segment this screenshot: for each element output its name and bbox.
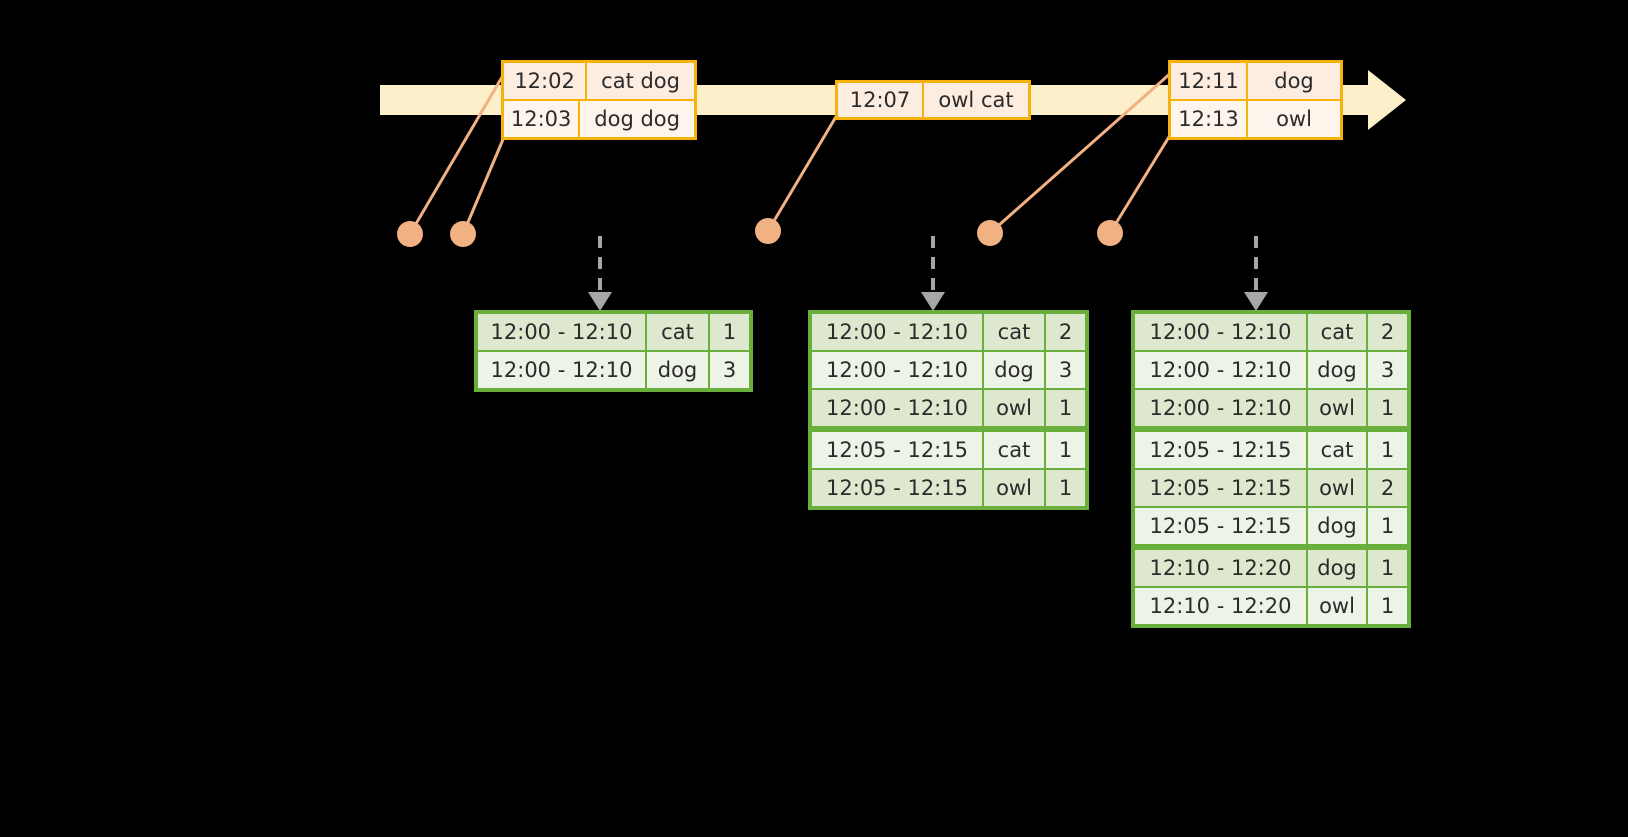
timeline-event-box: 12:02 cat dog 12:03 dog dog: [501, 60, 697, 140]
event-time: 12:02: [504, 63, 588, 99]
cell-count: 3: [1368, 352, 1407, 388]
cell-key: cat: [984, 432, 1046, 468]
event-text: owl: [1276, 107, 1312, 131]
cell-count: 1: [710, 314, 749, 350]
timeline-event-box: 12:07 owl cat: [835, 80, 1031, 120]
cell-key: dog: [984, 352, 1046, 388]
cell-window: 12:00 - 12:10: [812, 390, 984, 426]
cell-count: 1: [1368, 432, 1407, 468]
cell-window: 12:00 - 12:10: [812, 314, 984, 350]
cell-window: 12:00 - 12:10: [478, 314, 647, 350]
cell-window: 12:05 - 12:15: [812, 470, 984, 506]
event-dot: [397, 221, 423, 247]
cell-window: 12:05 - 12:15: [1135, 470, 1308, 506]
cell-count: 1: [1046, 470, 1085, 506]
cell-count: 1: [1046, 432, 1085, 468]
timeline-event-row: 12:11 dog: [1171, 63, 1340, 99]
cell-key: owl: [984, 390, 1046, 426]
event-text: owl cat: [938, 88, 1014, 112]
timeline-event-row: 12:02 cat dog: [504, 63, 694, 99]
event-dot: [450, 221, 476, 247]
cell-window: 12:05 - 12:15: [1135, 432, 1308, 468]
cell-key: owl: [1308, 390, 1368, 426]
cell-key: cat: [647, 314, 710, 350]
cell-key: cat: [1308, 432, 1368, 468]
cell-window: 12:05 - 12:15: [812, 432, 984, 468]
cell-window: 12:00 - 12:10: [812, 352, 984, 388]
event-dot: [1097, 220, 1123, 246]
cell-count: 2: [1368, 470, 1407, 506]
cell-key: dog: [1308, 550, 1368, 586]
cell-count: 2: [1368, 314, 1407, 350]
cell-key: owl: [1308, 588, 1368, 624]
cell-window: 12:00 - 12:10: [478, 352, 647, 388]
cell-count: 3: [1046, 352, 1085, 388]
event-time: 12:11: [1171, 63, 1248, 99]
cell-count: 1: [1046, 390, 1085, 426]
cell-key: dog: [1308, 352, 1368, 388]
cell-count: 2: [1046, 314, 1085, 350]
timeline-event-row: 12:07 owl cat: [838, 83, 1028, 117]
event-time: 12:07: [838, 83, 924, 117]
event-text: dog dog: [594, 107, 680, 131]
timeline-event-row: 12:03 dog dog: [504, 99, 694, 137]
cell-count: 1: [1368, 508, 1407, 544]
cell-count: 1: [1368, 390, 1407, 426]
timeline-event-box: 12:11 dog 12:13 owl: [1168, 60, 1343, 140]
cell-window: 12:10 - 12:20: [1135, 588, 1308, 624]
cell-key: dog: [1308, 508, 1368, 544]
cell-window: 12:05 - 12:15: [1135, 508, 1308, 544]
cell-count: 1: [1368, 588, 1407, 624]
cell-key: owl: [984, 470, 1046, 506]
event-dot: [977, 220, 1003, 246]
cell-key: dog: [647, 352, 710, 388]
cell-window: 12:10 - 12:20: [1135, 550, 1308, 586]
timeline-arrowhead-icon: [1368, 70, 1406, 130]
cell-window: 12:00 - 12:10: [1135, 390, 1308, 426]
cell-window: 12:00 - 12:10: [1135, 352, 1308, 388]
cell-count: 1: [1368, 550, 1407, 586]
event-text: cat dog: [601, 69, 680, 93]
event-dot: [755, 218, 781, 244]
event-time: 12:13: [1171, 101, 1248, 137]
cell-key: cat: [1308, 314, 1368, 350]
event-time: 12:03: [504, 101, 581, 137]
cell-window: 12:00 - 12:10: [1135, 314, 1308, 350]
cell-count: 3: [710, 352, 749, 388]
cell-key: cat: [984, 314, 1046, 350]
timeline-event-row: 12:13 owl: [1171, 99, 1340, 137]
cell-key: owl: [1308, 470, 1368, 506]
event-text: dog: [1274, 69, 1314, 93]
